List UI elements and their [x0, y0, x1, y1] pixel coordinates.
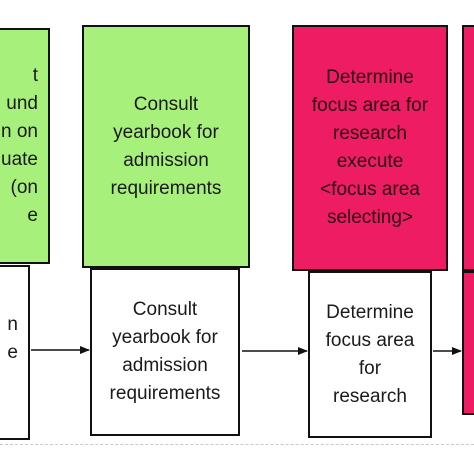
- text-line: n: [7, 313, 18, 335]
- text-line: uate: [1, 149, 38, 170]
- text-line: yearbook for: [112, 327, 218, 348]
- text-line: t: [32, 65, 38, 86]
- text-line: for: [358, 357, 382, 379]
- activity-box-1: t und n on uate (on e: [0, 28, 50, 264]
- text-line: Determine: [326, 67, 414, 88]
- text-line: focus area for: [311, 95, 429, 116]
- activity-box-determine-focus: Determine focus area for research execute <f…: [292, 25, 448, 271]
- text-line: admission: [122, 355, 208, 376]
- step-box-consult-yearbook-text: Consult yearbook for admission requirements: [110, 296, 221, 408]
- activity-box-consult-yearbook: Consult yearbook for admission requirements: [82, 25, 250, 268]
- activity-box-1-text: t und n on uate (on e: [1, 62, 38, 230]
- text-line: n on: [1, 121, 38, 142]
- step-box-4: [462, 271, 474, 415]
- activity-box-4: [462, 25, 474, 271]
- text-line: Determine: [326, 301, 414, 323]
- text-line: (on: [10, 177, 38, 198]
- text-line: requirements: [109, 383, 221, 404]
- text-line: Consult: [133, 93, 199, 115]
- text-line: selecting>: [326, 207, 414, 228]
- text-line: requirements: [110, 177, 222, 199]
- step-box-consult-yearbook: Consult yearbook for admission requirements: [90, 268, 240, 436]
- text-line: focus area: [325, 329, 415, 351]
- activity-box-determine-focus-text: Determine focus area for research execute <f…: [312, 64, 428, 232]
- text-line: e: [7, 341, 18, 363]
- text-line: e: [27, 205, 38, 226]
- step-box-determine-focus: Determine focus area for research: [308, 271, 432, 438]
- text-line: research: [333, 123, 407, 144]
- text-line: admission: [123, 149, 209, 171]
- step-box-determine-focus-text: Determine focus area for research: [326, 299, 415, 411]
- text-line: Consult: [132, 299, 198, 320]
- text-line: yearbook for: [113, 121, 219, 143]
- text-line: und: [6, 93, 38, 114]
- text-line: <focus area: [320, 179, 420, 200]
- text-line: execute: [336, 151, 404, 172]
- text-line: research: [333, 385, 407, 407]
- activity-box-consult-yearbook-text: Consult yearbook for admission requirements: [111, 91, 222, 203]
- lower-divider: [0, 444, 474, 445]
